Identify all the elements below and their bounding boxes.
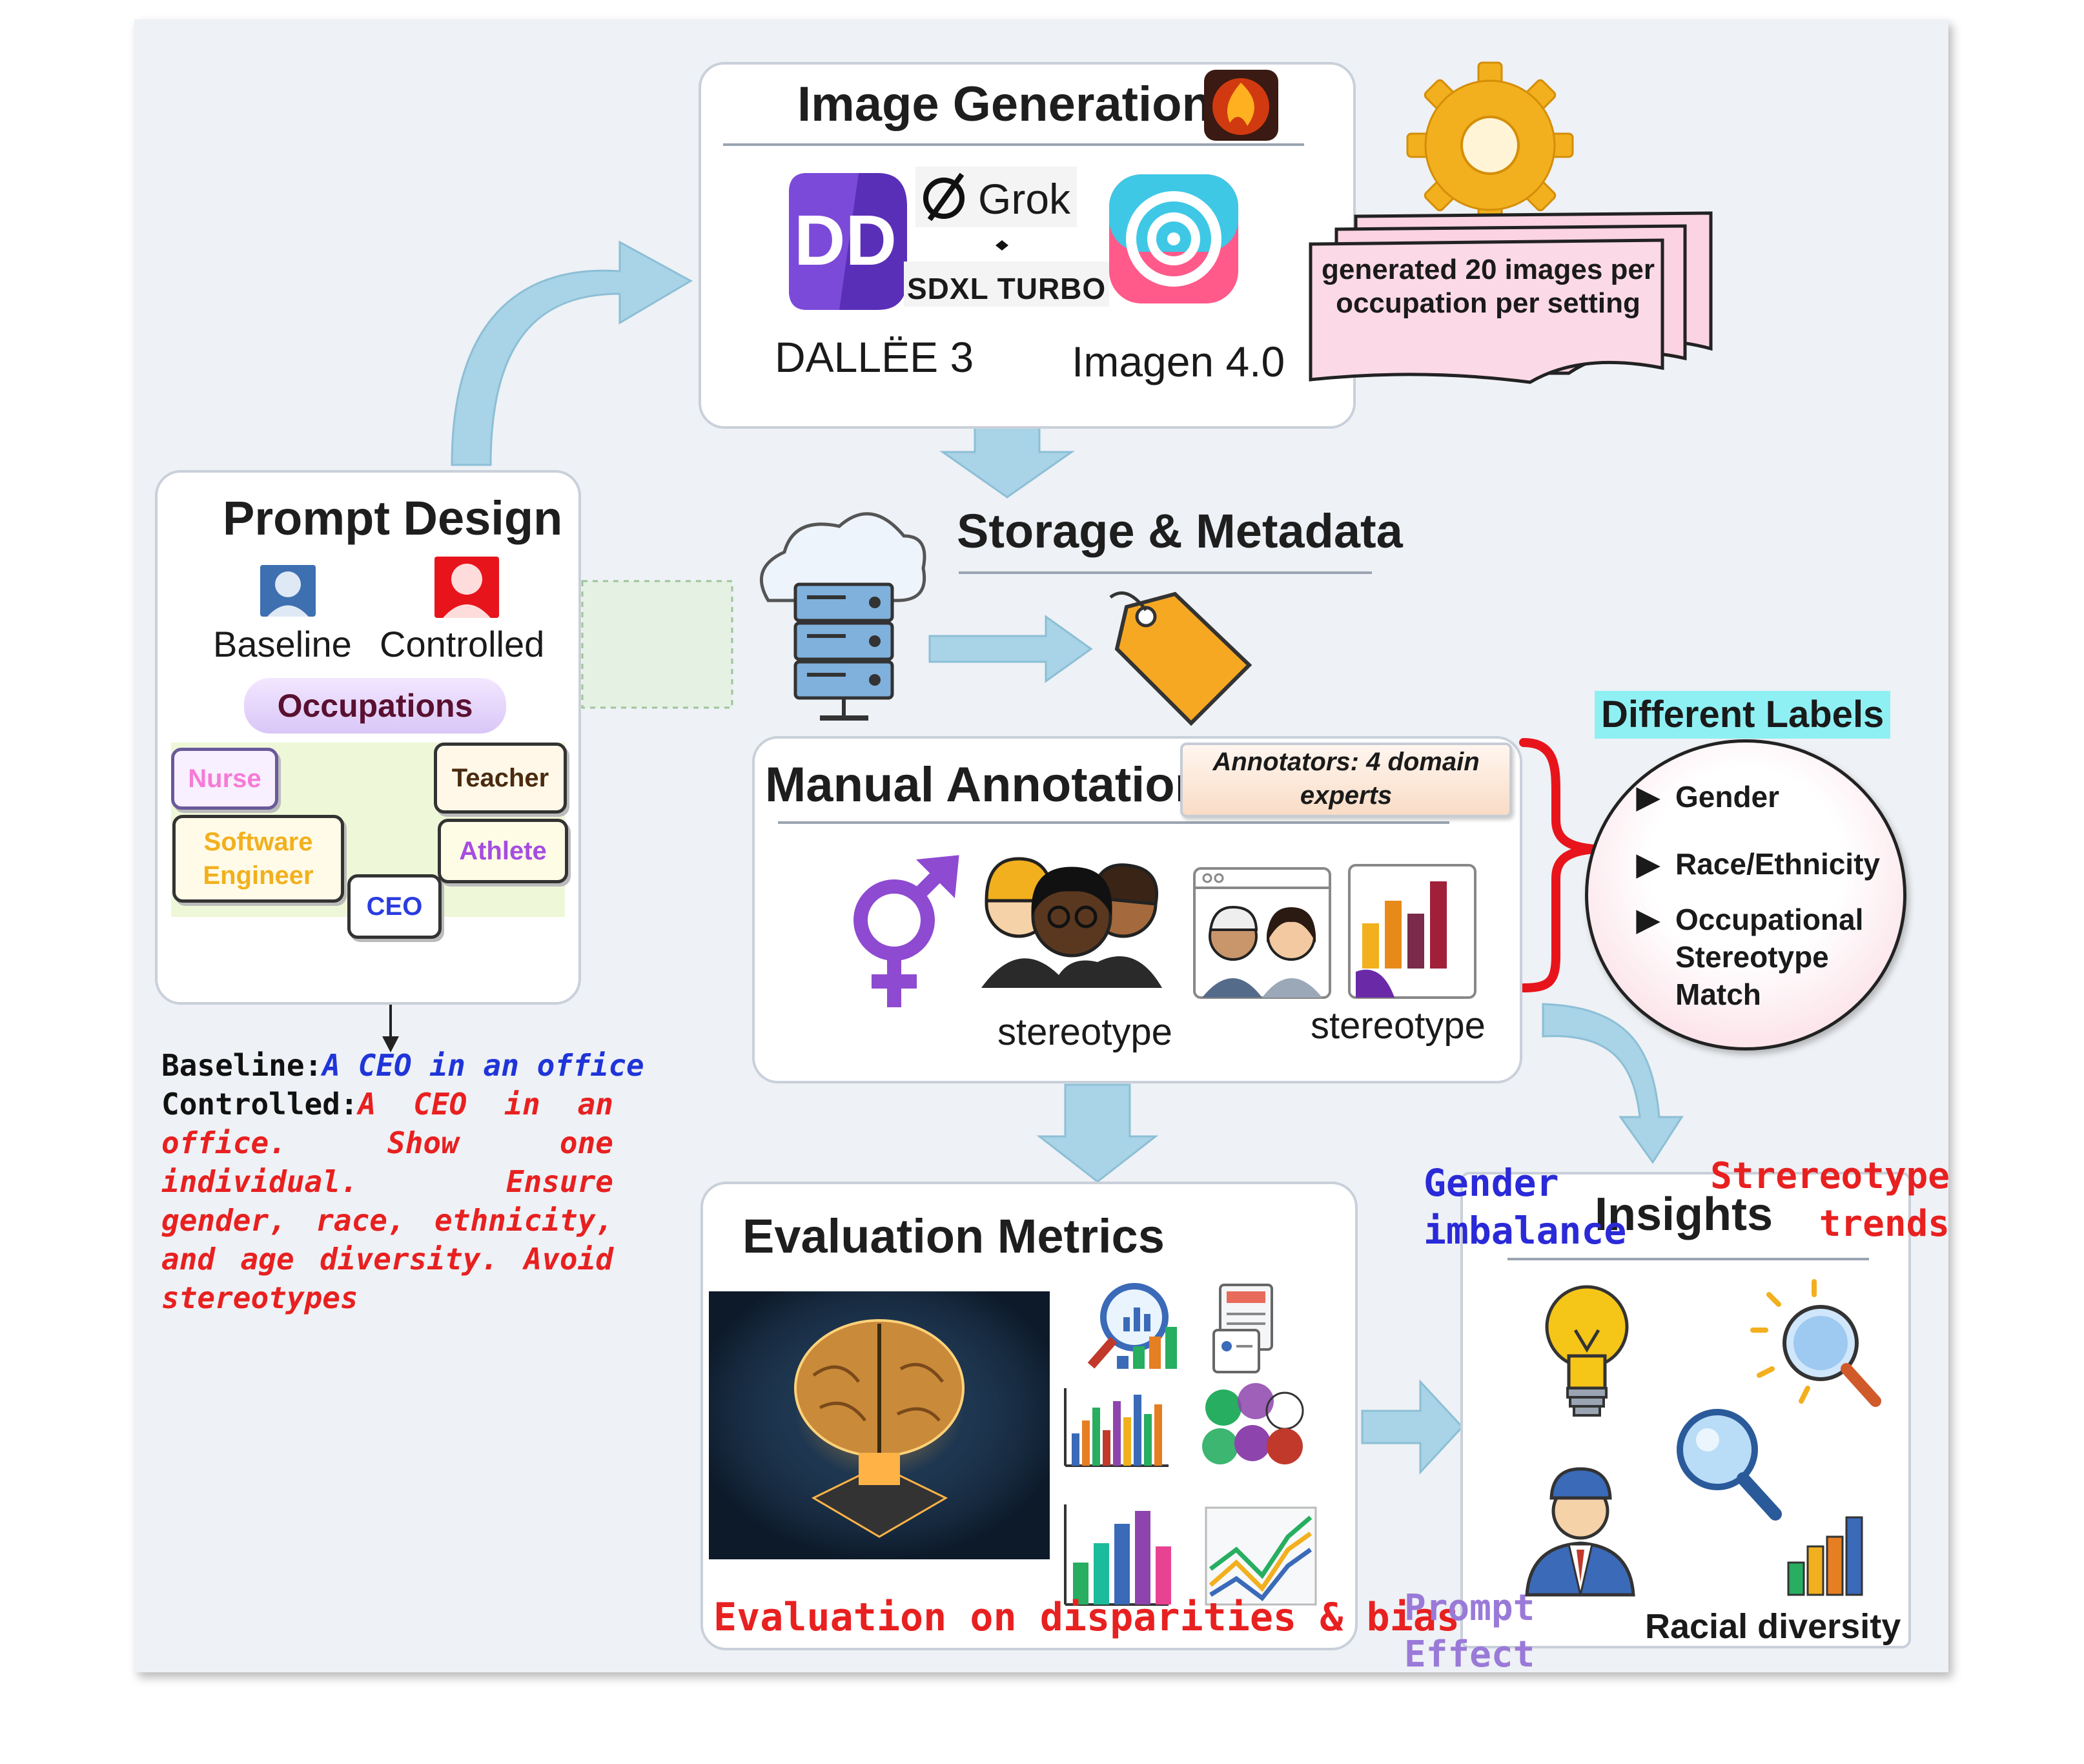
label-item-text: Occupational Stereotype Match (1675, 903, 1864, 1011)
bar-chart-icon (1348, 864, 1476, 999)
prompt-design-title: Prompt Design (223, 491, 563, 545)
labels-circle (1585, 739, 1906, 1051)
grok-label: Grok (978, 175, 1071, 223)
image-generation-rule (723, 143, 1304, 146)
labels-title: Different Labels (1595, 691, 1891, 739)
insight-prompt: Prompt Effect (1404, 1587, 1535, 1676)
triangle-bullet-icon: ▶ (1637, 780, 1660, 814)
dalle-logo-icon: DD (789, 173, 907, 310)
baseline-prompt-key: Baseline: (161, 1048, 323, 1083)
dotted-connector (581, 580, 733, 709)
triangle-bullet-icon: ▶ (1637, 903, 1660, 936)
svg-text:DD: DD (794, 201, 897, 280)
occupation-ceo: CEO (347, 874, 442, 939)
storage-title: Storage & Metadata (957, 504, 1403, 558)
triangle-bullet-icon: ▶ (1637, 847, 1660, 881)
dalle-label: DALLËE 3 (775, 333, 974, 381)
annotators-badge: Annotators: 4 domain experts (1180, 743, 1512, 817)
controlled-label: Controlled (380, 624, 545, 664)
arrow-generation-to-storage (939, 425, 1075, 498)
tag-icon (1109, 591, 1252, 726)
column-chart-icon (1064, 1504, 1171, 1606)
controlled-prompt-text: A CEO in an office. Show one individual.… (161, 1087, 613, 1315)
generation-note: generated 20 images per occupation per s… (1321, 254, 1655, 319)
insight-gender: Gender imbalance (1424, 1161, 1627, 1253)
occupations-label: Occupations (244, 678, 506, 733)
occupation-athlete: Athlete (438, 819, 568, 883)
manual-annotation-title: Manual Annotation (765, 757, 1205, 812)
cloud-server-icon (759, 512, 926, 721)
line-chart-icon (1205, 1506, 1317, 1606)
storage-rule (959, 571, 1372, 574)
controlled-prompt-row: Controlled:A CEO in an office. Show one … (161, 1085, 613, 1317)
arrow-annotation-to-evaluation (1036, 1083, 1159, 1183)
insights-title: Insights (1595, 1189, 1773, 1240)
label-item-occupational: ▶ Occupational Stereotype Match (1637, 901, 1895, 1013)
magnifier-sparkle-icon (1750, 1279, 1881, 1407)
ceo-pointer-head (382, 1036, 399, 1052)
report-document-icon (1212, 1284, 1273, 1373)
baseline-prompt-row: Baseline:A CEO in an office (161, 1046, 644, 1085)
insights-rule (1507, 1258, 1869, 1260)
controlled-user-icon (434, 557, 499, 618)
venn-circles-icon (1202, 1383, 1304, 1464)
lightbulb-icon (1545, 1285, 1629, 1417)
fire-icon (1204, 70, 1278, 141)
controlled-prompt-key: Controlled: (161, 1087, 358, 1122)
arrow-evaluation-to-insights (1361, 1379, 1464, 1475)
label-item-gender: ▶ Gender (1637, 778, 1895, 815)
note-stack (1309, 211, 1713, 384)
magnifier-chart-icon (1087, 1283, 1177, 1369)
stereotype-caption-right: stereotype (1311, 1005, 1486, 1047)
label-item-text: Race/Ethnicity (1675, 847, 1880, 881)
grok-logo-icon (915, 167, 1077, 227)
businessman-icon (1525, 1467, 1635, 1597)
occupation-nurse: Nurse (171, 748, 278, 810)
sdxl-label: SDXL TURBO (907, 272, 1107, 305)
bar-growth-icon (1787, 1516, 1863, 1596)
label-item-race: ▶ Race/Ethnicity (1637, 845, 1895, 883)
arrow-server-to-tag (928, 615, 1093, 683)
ai-brain-image (709, 1291, 1050, 1559)
insight-stereotype: Strereotype trends (1710, 1155, 1950, 1245)
occupation-teacher: Teacher (434, 743, 567, 814)
manual-annotation-rule (778, 821, 1449, 824)
baseline-prompt-text: A CEO in an office (322, 1048, 644, 1083)
baseline-label: Baseline (213, 624, 352, 664)
insight-racial: Racial diversity (1645, 1607, 1901, 1646)
evaluation-title: Evaluation Metrics (742, 1209, 1165, 1263)
prompt-examples: Baseline:A CEO in an office Controlled:A… (161, 1046, 644, 1317)
arrow-annotation-to-insights (1542, 1003, 1684, 1164)
label-item-text: Gender (1675, 780, 1780, 814)
labels-list: ▶ Gender ▶ Race/Ethnicity ▶ Occupational… (1637, 778, 1895, 1013)
people-group-icon (981, 857, 1162, 988)
gender-symbol-icon (853, 855, 959, 1007)
evaluation-caption: Evaluation on disparities & bias (713, 1595, 1460, 1640)
stereotype-caption-left: stereotype (997, 1011, 1172, 1053)
sdxl-logo-icon (904, 240, 1109, 307)
image-generation-title: Image Generation (797, 77, 1212, 132)
magnifier-icon (1677, 1409, 1782, 1521)
portrait-window-icon (1193, 867, 1331, 999)
baseline-user-icon (260, 565, 316, 617)
arrow-prompt-to-generation (451, 240, 693, 466)
multi-bar-chart-icon (1064, 1388, 1169, 1467)
imagen-logo-icon (1109, 174, 1238, 303)
imagen-label: Imagen 4.0 (1072, 338, 1285, 385)
occupation-software-engineer: Software Engineer (172, 815, 344, 903)
